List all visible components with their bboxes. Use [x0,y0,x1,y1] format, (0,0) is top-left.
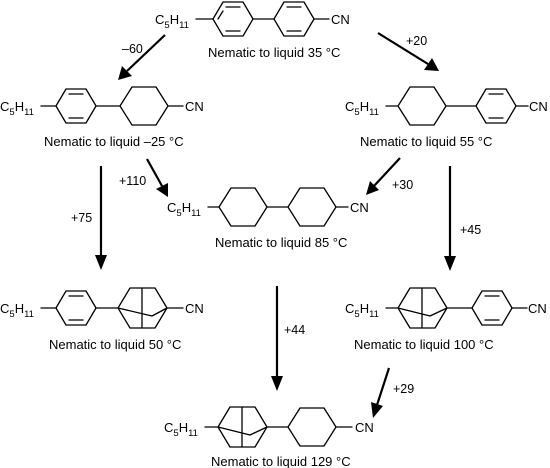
alkyl-label: C5H11 [0,99,34,118]
benzene-ring-inner-bonds [68,295,84,321]
delta-label: +44 [284,323,305,337]
alkyl-label: C5H11 [345,99,379,118]
caption: Nematic to liquid –25 °C [44,134,184,149]
arrow-plus-75: +75 [71,166,107,270]
arrow-plus-45: +45 [444,166,481,271]
cyclohexane-ring [287,407,337,447]
arrow-shaft [377,32,429,65]
delta-label: +110 [119,174,146,188]
benzene-ring-inner-bonds [286,6,302,32]
caption: Nematic to liquid 50 °C [49,337,181,352]
caption: Nematic to liquid 35 °C [208,45,340,60]
delta-label: –60 [122,42,143,56]
caption: Nematic to liquid 55 °C [360,134,492,149]
arrow-head [271,376,283,391]
cyano-label: CN [185,301,204,316]
arrow-shaft [373,157,401,187]
cyclohexane-ring [397,86,447,126]
caption: Nematic to liquid 85 °C [215,235,347,250]
arrow-plus-30: +30 [366,157,413,195]
arrow-head [371,402,383,418]
bicyclooctane-cage [397,287,448,329]
alkyl-label: C5H11 [164,420,198,439]
alkyl-label: C5H11 [167,200,201,219]
cyano-label: CN [185,99,204,114]
arrow-head [156,183,168,197]
arrow-minus-60: –60 [118,34,166,80]
cyano-label: CN [529,99,548,114]
molecule-cyclohexyl-phenyl: C5H11 CN Nematic to liquid 55 °C [345,86,548,149]
bicyclooctane-cage [217,406,268,448]
arrow-head [366,181,379,195]
benzene-ring-inner-bonds [488,93,504,119]
delta-label: +20 [406,34,427,48]
molecule-biphenyl: C5H11 CN Nematic to liquid 35 °C [155,1,350,60]
cyclohexane-ring [119,86,169,126]
caption: Nematic to liquid 129 °C [211,454,351,468]
delta-label: +30 [392,178,413,192]
benzene-ring-inner-bonds [217,6,241,32]
molecule-bicyclohexyl: C5H11 CN Nematic to liquid 85 °C [167,187,369,250]
molecule-phenyl-bicyclooctane: C5H11 CN Nematic to liquid 50 °C [0,287,204,352]
molecule-bicyclooctyl-phenyl: C5H11 CN Nematic to liquid 100 °C [345,287,547,352]
molecule-phenyl-cyclohexyl: C5H11 CN Nematic to liquid –25 °C [0,86,204,149]
arrow-plus-44: +44 [271,286,305,391]
benzene-ring-inner-bonds [68,93,84,119]
delta-label: +75 [71,211,92,225]
alkyl-label: C5H11 [345,301,379,320]
alkyl-label: C5H11 [155,12,189,31]
cyclohexane-ring [287,187,337,227]
arrow-head [118,66,132,80]
cyclohexane-ring [218,187,268,227]
arrow-head [95,255,107,270]
benzene-ring-inner-bonds [484,295,500,321]
molecule-bicyclooctyl-cyclohexyl: C5H11 CN Nematic to liquid 129 °C [164,406,374,468]
arrow-plus-110: +110 [119,158,168,197]
delta-label: +29 [393,382,414,396]
arrow-head [424,58,439,71]
arrow-plus-29: +29 [371,367,414,418]
arrow-shaft [375,367,391,406]
cyano-label: CN [350,200,369,215]
arrow-head [444,256,456,271]
cyano-label: CN [331,12,350,27]
caption: Nematic to liquid 100 °C [354,337,494,352]
alkyl-label: C5H11 [0,301,34,320]
delta-label: +45 [460,223,481,237]
arrow-shaft [146,158,163,187]
cyano-label: CN [528,301,547,316]
arrow-shaft [126,34,166,72]
bicyclooctane-cage [117,287,168,329]
arrow-plus-20: +20 [377,32,439,71]
cyano-label: CN [355,420,374,435]
